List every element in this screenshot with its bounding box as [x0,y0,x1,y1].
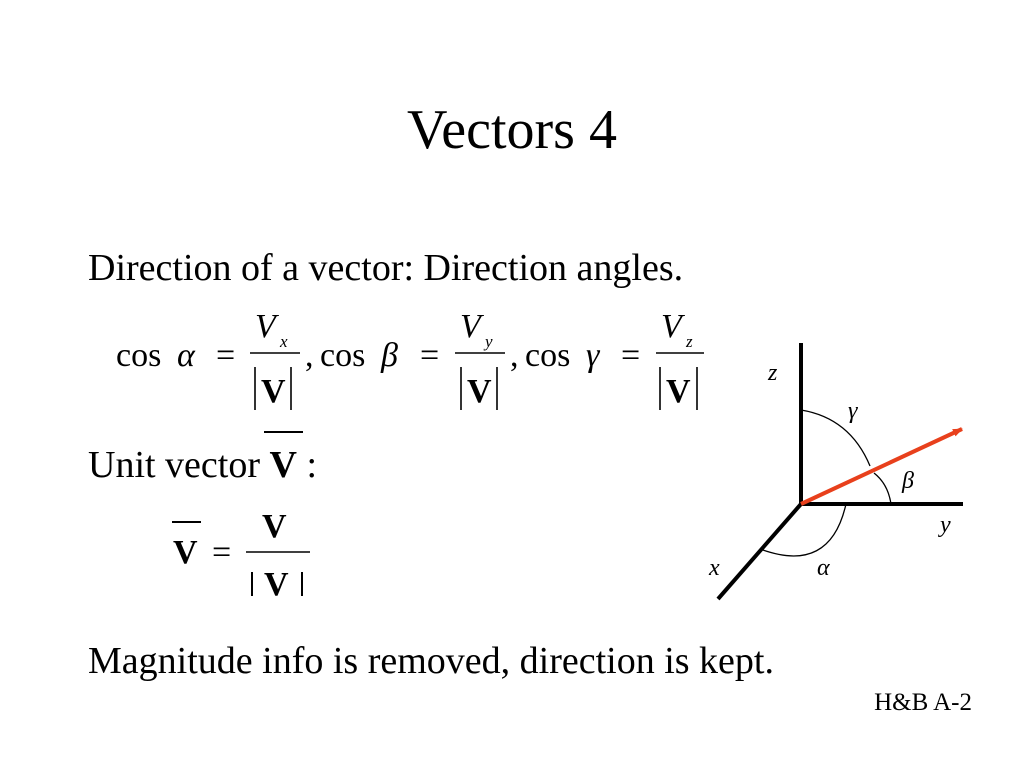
equals-sign-2: = [420,337,439,374]
beta-arc [873,472,892,505]
unit-vector-colon: : [296,444,318,486]
comma-1: , [305,337,314,374]
cos-gamma-cos: cos [525,337,570,374]
footer-reference: H&B A-2 [874,689,972,716]
gamma-arc [800,409,871,467]
subscript-z: z [685,332,693,351]
alpha-arc [759,503,847,557]
cos-alpha-cos: cos [116,337,161,374]
unit-v-equals: = [212,534,231,571]
vector-arrow [800,427,963,506]
direction-angles-heading: Direction of a vector: Direction angles. [88,247,684,289]
unit-vector-label: Unit vector [88,444,261,486]
bold-v-denominator-3: V [666,373,691,410]
unit-v-numerator: V [262,508,287,545]
unit-vector-symbol: V [263,431,304,486]
comma-2: , [510,337,519,374]
z-axis-label: z [767,360,778,386]
gamma-label: γ [848,398,858,424]
subscript-x: x [279,332,288,351]
y-axis-label: y [938,512,951,538]
unit-v-denominator: V [264,566,289,603]
unit-v-left: V [173,534,198,571]
unit-vector-heading: Unit vector V : [88,431,318,487]
x-axis-label: x [708,555,720,581]
bold-v-denominator-1: V [261,373,286,410]
equals-sign-3: = [621,337,640,374]
x-axis [716,502,803,601]
beta-label: β [901,468,914,494]
equals-sign-1: = [216,337,235,374]
alpha-label: α [817,555,830,581]
cos-beta-cos: cos [320,337,365,374]
gamma-symbol: γ [586,337,601,374]
magnitude-note: Magnitude info is removed, direction is … [88,640,774,682]
subscript-y: y [483,332,493,351]
beta-symbol: β [380,337,398,374]
bold-v-denominator-2: V [467,373,492,410]
slide-title: Vectors 4 [407,99,617,161]
alpha-symbol: α [177,337,196,374]
